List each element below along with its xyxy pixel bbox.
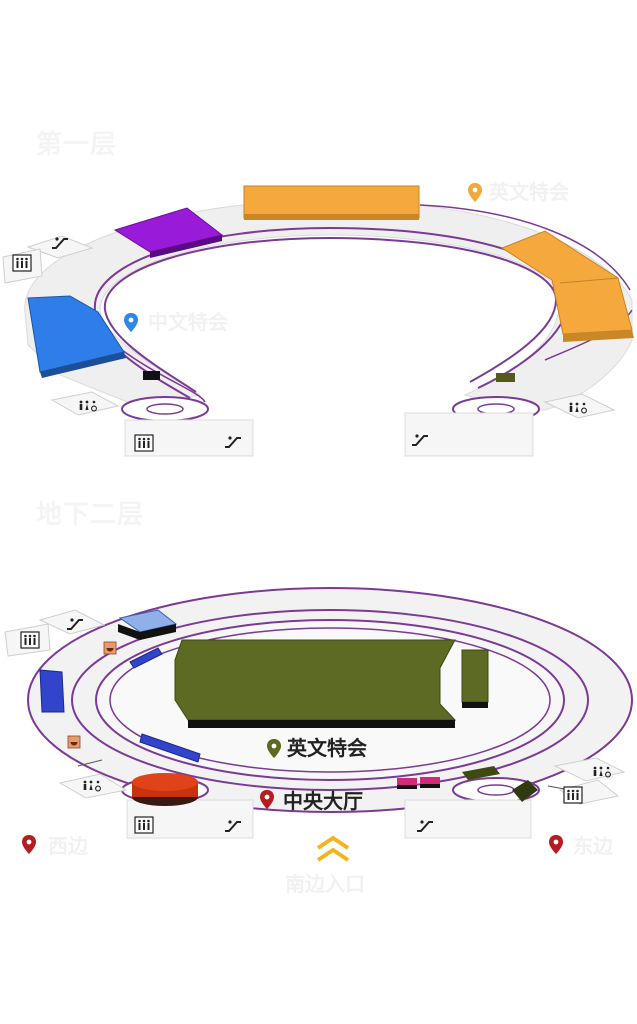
food-icon[interactable] (67, 735, 81, 749)
purple-block (113, 207, 224, 258)
location-label-chinese-1f[interactable]: 中文特会 (148, 310, 228, 334)
elevator-icon[interactable] (134, 434, 154, 452)
olive-block-main (174, 639, 457, 728)
location-pin-icon[interactable] (22, 835, 36, 854)
food-icon[interactable] (103, 641, 117, 655)
location-pin-icon[interactable] (124, 313, 138, 332)
location-label-english-1f[interactable]: 英文特会 (489, 180, 569, 204)
elevator-icon[interactable] (12, 254, 32, 272)
orange-block-top (243, 185, 420, 220)
floor-b2-title: 地下二层 (36, 500, 145, 530)
elevator-icon[interactable] (134, 816, 154, 834)
chevron-double-up-icon[interactable] (316, 835, 350, 862)
location-label-central-hall[interactable]: 中央大厅 (283, 789, 363, 813)
location-label-south-entrance[interactable]: 南边入口 (285, 872, 365, 896)
elevator-icon[interactable] (563, 786, 583, 804)
location-label-english-b2[interactable]: 英文特会 (287, 736, 367, 760)
location-pin-icon[interactable] (468, 183, 482, 202)
blue-block (27, 295, 126, 378)
floor-1-title: 第一层 (36, 130, 118, 160)
red-block (132, 773, 198, 806)
location-label-west[interactable]: 西边 (48, 834, 88, 858)
location-label-east[interactable]: 东边 (573, 834, 613, 858)
olive-block-side (461, 649, 489, 708)
floor-1-map (2, 183, 634, 457)
location-pin-icon[interactable] (549, 835, 563, 854)
floor-b2-map (4, 587, 633, 862)
elevator-icon[interactable] (20, 631, 40, 649)
orange-block-right (500, 230, 634, 342)
